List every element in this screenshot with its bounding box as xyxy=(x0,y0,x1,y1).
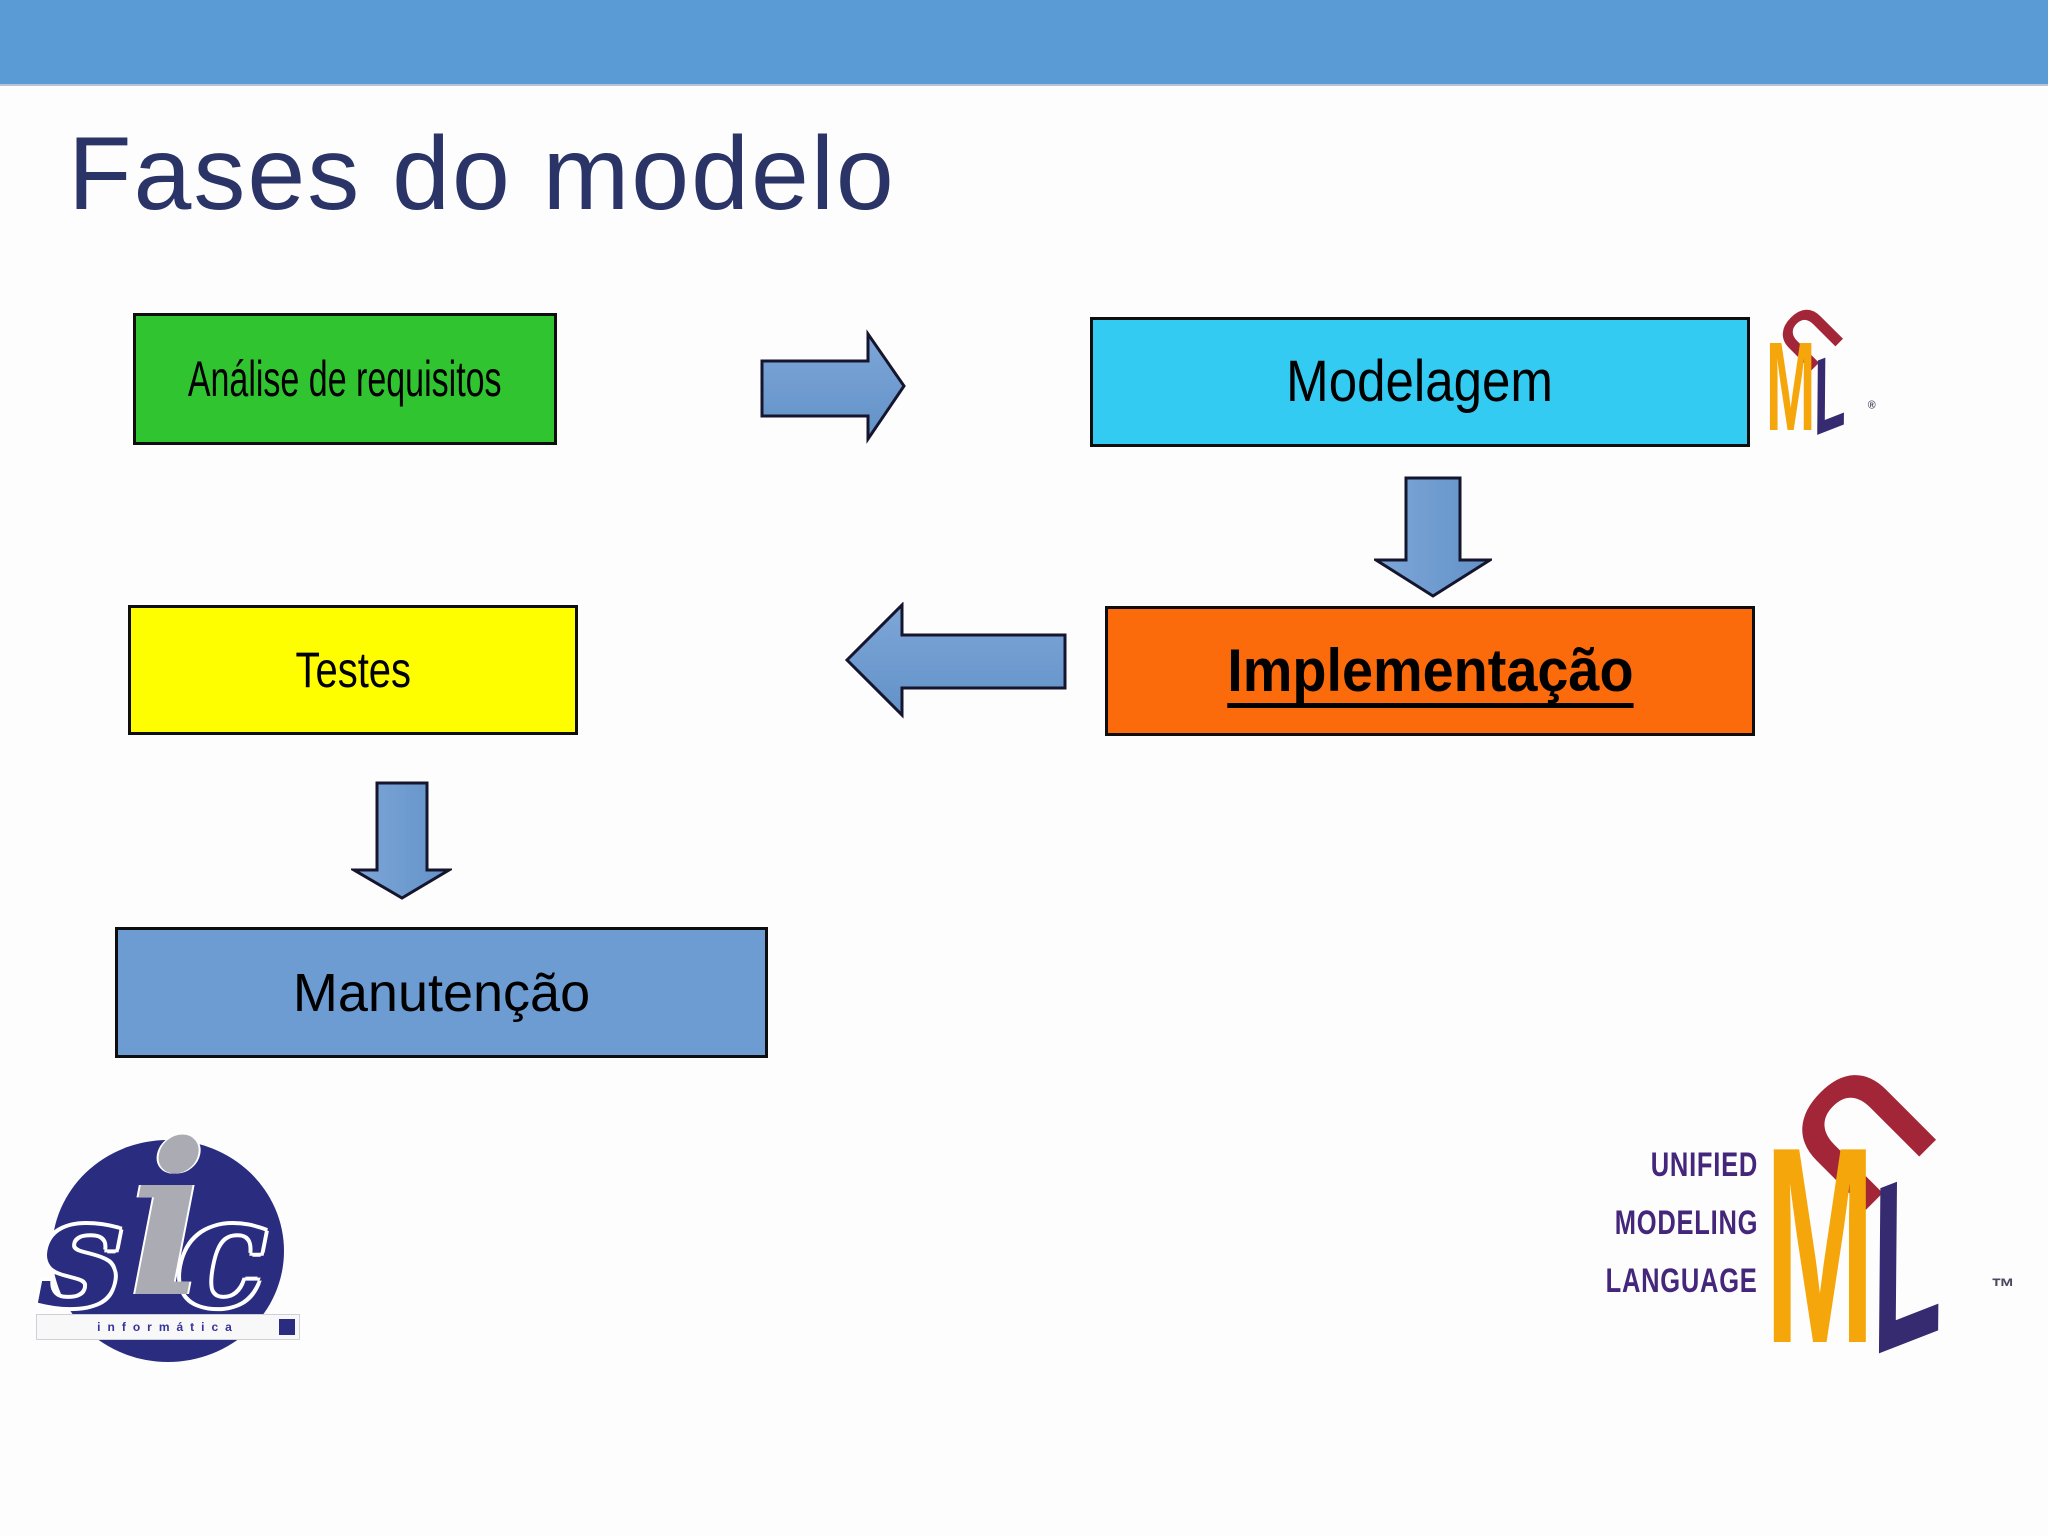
sic-informatica-logo: s c i informática xyxy=(36,1116,300,1368)
uml-letter-m: M xyxy=(1766,316,1816,457)
box-manutencao-label: Manutenção xyxy=(292,962,591,1023)
arrow-right-icon xyxy=(760,329,906,444)
box-analise-de-requisitos: Análise de requisitos xyxy=(133,313,557,445)
uml-logo-large: U L M ™ xyxy=(1754,1028,2015,1408)
top-banner xyxy=(0,0,2048,86)
registered-mark: ® xyxy=(1867,399,1876,412)
arrow-left-icon xyxy=(844,602,1067,719)
sic-letter-s: s xyxy=(38,1165,123,1341)
box-modelagem: Modelagem xyxy=(1090,317,1750,447)
arrow-down-icon xyxy=(351,781,452,900)
box-testes: Testes xyxy=(128,605,578,735)
uml-letter-m: M xyxy=(1765,1090,1875,1402)
arrow-down-icon xyxy=(1374,476,1492,598)
box-manutencao: Manutenção xyxy=(115,927,768,1058)
sic-logo-chip xyxy=(279,1319,295,1335)
uml-logo-small: U L M ® xyxy=(1761,288,1876,459)
sic-logo-caption: informática xyxy=(97,1320,239,1334)
uml-letter-l: L xyxy=(1870,1111,1944,1408)
box-implementacao-label: Implementação xyxy=(1226,637,1634,704)
sic-letter-c: c xyxy=(176,1165,268,1341)
box-analise-label: Análise de requisitos xyxy=(188,351,502,407)
uml-letter-l: L xyxy=(1813,325,1847,460)
trademark-mark: ™ xyxy=(1991,1274,2015,1301)
uml-caption-line: MODELING xyxy=(1614,1204,1758,1242)
uml-caption: UNIFIED MODELING LANGUAGE xyxy=(1560,1148,1758,1298)
box-modelagem-label: Modelagem xyxy=(1286,349,1554,414)
page-title: Fases do modelo xyxy=(68,116,896,232)
sic-logo-band: informática xyxy=(36,1314,300,1340)
uml-caption-line: LANGUAGE xyxy=(1606,1262,1758,1300)
box-implementacao: Implementação xyxy=(1105,606,1755,736)
sic-letter-i: i xyxy=(128,1097,208,1344)
uml-caption-line: UNIFIED xyxy=(1650,1146,1758,1184)
box-testes-label: Testes xyxy=(295,642,411,698)
